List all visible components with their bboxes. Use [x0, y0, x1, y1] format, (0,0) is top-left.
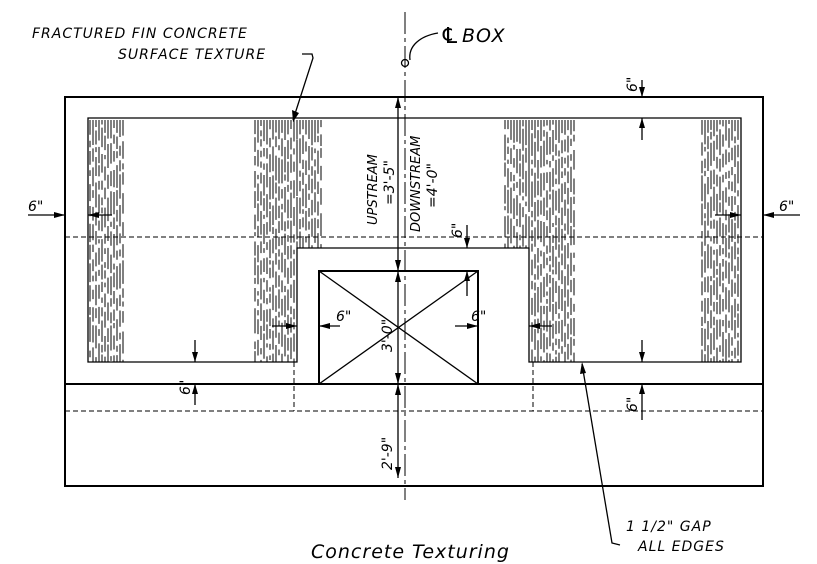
upstream-value: =3'-5" [382, 160, 398, 205]
gap-label-line2: ALL EDGES [637, 539, 725, 555]
gap-label-line1: 1 1/2" GAP [626, 519, 712, 535]
outer-wall-outline [64, 96, 764, 487]
downstream-value: =4'-0" [425, 163, 441, 208]
dimension-left-label: 6" [28, 199, 43, 215]
dimension-bottom-right-label: 6" [625, 397, 641, 412]
upstream-label: UPSTREAM [366, 154, 381, 225]
dimension-2-9-label: 2'-9" [380, 437, 396, 470]
dimension-bottom-left-label: 6" [178, 380, 194, 395]
dimension-bottom-right [639, 340, 645, 420]
downstream-label: DOWNSTREAM [409, 136, 424, 232]
dimension-box-right-label: 6" [471, 309, 486, 325]
fractured-fin-leader [292, 53, 314, 122]
centerline-box-label: BOX [462, 25, 506, 47]
dimension-above-box [464, 225, 470, 296]
dimension-box-left-label: 6" [336, 309, 351, 325]
dimension-3-0-label: 3'-0" [380, 319, 396, 352]
dimension-left [28, 212, 112, 218]
dimension-right-label: 6" [779, 199, 794, 215]
drawing-title: Concrete Texturing [311, 541, 510, 563]
dimension-box-left [272, 323, 340, 329]
dimension-bottom-left [192, 340, 198, 405]
dimension-right [715, 212, 800, 218]
fractured-fin-texture [89, 120, 739, 362]
fractured-fin-label-line1: FRACTURED FIN CONCRETE [32, 26, 248, 42]
gap-leader [580, 362, 621, 546]
fractured-fin-label-line2: SURFACE TEXTURE [118, 47, 266, 63]
dimension-top-right [639, 80, 645, 140]
centerline-leader [400, 32, 439, 68]
dimension-box-right [455, 323, 552, 329]
dimension-above-box-label: 6" [450, 223, 466, 238]
vertical-dimension-line [395, 97, 401, 478]
centerline-symbol: ℄ [440, 24, 460, 49]
dimension-top-right-label: 6" [625, 77, 641, 92]
